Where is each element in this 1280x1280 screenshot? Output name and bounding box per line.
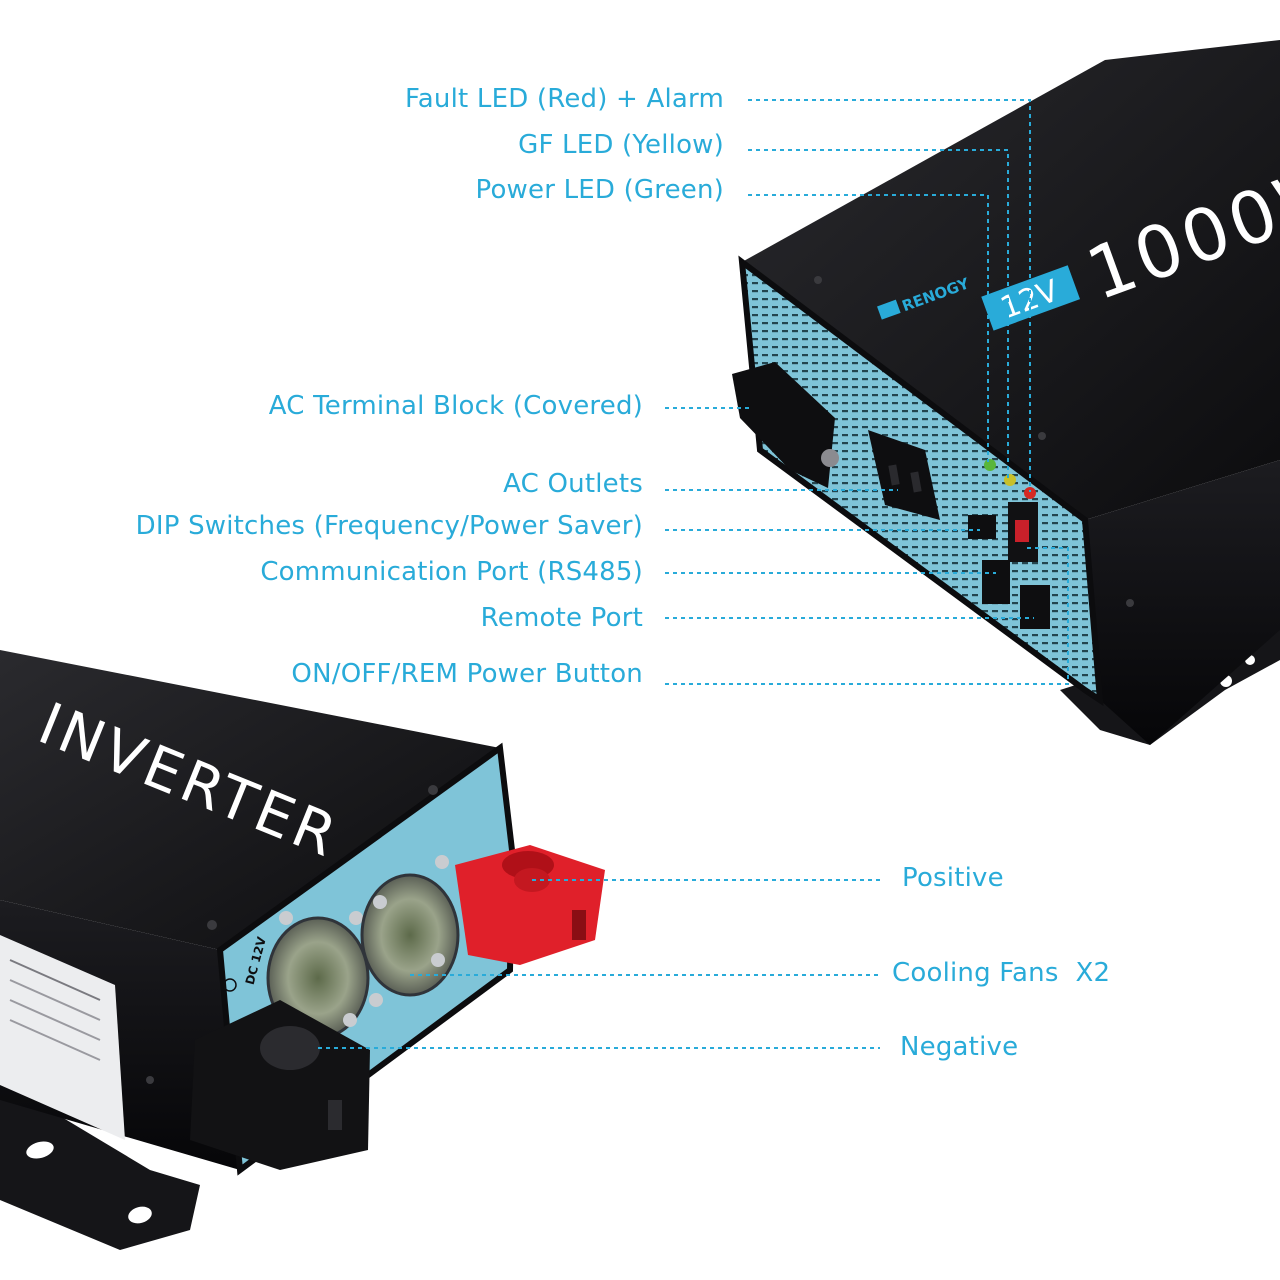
callout-fault-led: Fault LED (Red) + Alarm: [405, 84, 724, 114]
remote-port: [1020, 585, 1050, 629]
leader-lines: [318, 99, 1069, 1049]
gf-led: [1004, 474, 1016, 486]
inverter-top-face: [742, 40, 1280, 520]
callout-comm-port: Communication Port (RS485): [260, 557, 643, 587]
comm-port: [982, 560, 1010, 604]
leader-power-button: [665, 547, 1069, 685]
mounting-bracket-bottom: [0, 1080, 200, 1250]
cooling-fan-2: [360, 855, 460, 1007]
positive-terminal: [455, 845, 605, 965]
leader-fault-led: [748, 99, 1031, 492]
fault-led: [1024, 487, 1036, 499]
leader-gf-led: [748, 149, 1009, 478]
callout-dip-switches: DIP Switches (Frequency/Power Saver): [135, 511, 643, 541]
dc-side-inverter: INVERTER DC 12V: [0, 650, 605, 1250]
negative-terminal: [190, 1000, 370, 1170]
callout-ac-outlets: AC Outlets: [503, 469, 643, 499]
power-led: [984, 459, 996, 471]
spec-label: [0, 935, 125, 1140]
callout-power-led: Power LED (Green): [475, 175, 724, 205]
callout-cooling-fans: Cooling Fans X2: [892, 958, 1111, 988]
callout-negative: Negative: [900, 1032, 1019, 1062]
callout-positive: Positive: [902, 863, 1004, 893]
callout-ac-terminal-block: AC Terminal Block (Covered): [268, 391, 643, 421]
inverter-side-face: [1085, 460, 1280, 745]
callout-power-button: ON/OFF/REM Power Button: [291, 659, 643, 689]
dip-switches: [968, 515, 996, 539]
ac-outlet: [868, 430, 940, 520]
leader-power-led: [748, 194, 989, 462]
inverter-top-face-2: [0, 650, 500, 950]
ac-terminal-block: [732, 362, 835, 488]
callout-remote-port: Remote Port: [480, 603, 643, 633]
voltage-badge: [981, 265, 1081, 331]
callout-gf-led: GF LED (Yellow): [518, 130, 724, 160]
ac-side-inverter: RENOGY 12V 1000W: [732, 40, 1280, 745]
